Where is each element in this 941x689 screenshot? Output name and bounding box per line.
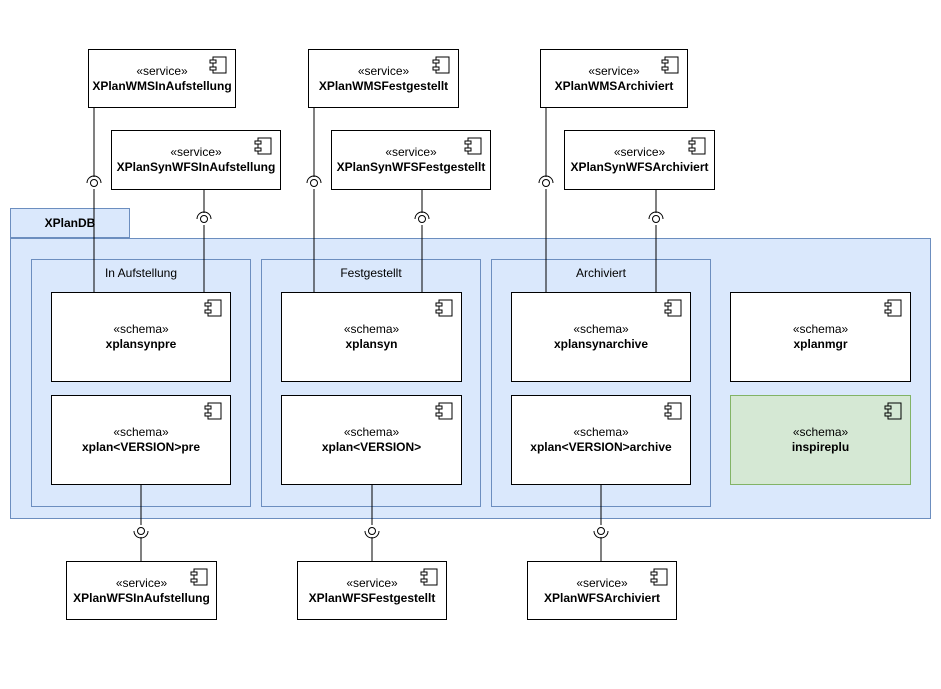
interface-socket <box>86 175 102 184</box>
stereotype-label: «service» <box>576 575 628 590</box>
component-name: xplan<VERSION>pre <box>81 440 201 454</box>
component-name: XPlanSynWFSFestgestellt <box>336 160 486 174</box>
uml-component-icon <box>254 137 272 155</box>
uml-component-icon <box>209 56 227 74</box>
stereotype-label: «service» <box>346 575 398 590</box>
component-name: xplansynarchive <box>553 337 649 351</box>
stereotype-label: «service» <box>170 145 222 159</box>
stereotype-label: «service» <box>588 63 640 78</box>
service-wfs-festgestellt[interactable]: «service» XPlanWFSFestgestellt <box>297 561 447 620</box>
component-name: xplansynpre <box>105 337 177 351</box>
uml-component-icon <box>650 568 668 586</box>
uml-component-icon <box>432 56 450 74</box>
uml-component-icon <box>884 402 902 420</box>
schema-xplanmgr[interactable]: «schema» xplanmgr <box>730 292 911 382</box>
stereotype-label: «service» <box>357 63 410 78</box>
interface-socket <box>414 211 430 220</box>
uml-component-icon <box>661 56 679 74</box>
interface-ball <box>90 179 98 187</box>
group-label: In Aufstellung <box>104 266 178 280</box>
uml-component-icon <box>435 299 453 317</box>
stereotype-label: «schema» <box>573 425 629 439</box>
stereotype-label: «schema» <box>573 322 629 336</box>
stereotype-label: «schema» <box>792 425 849 439</box>
component-name: XPlanWFSFestgestellt <box>308 590 436 605</box>
component-name: inspireplu <box>791 440 850 454</box>
uml-component-icon <box>884 299 902 317</box>
interface-socket <box>538 175 554 184</box>
interface-ball <box>652 215 660 223</box>
uml-component-icon <box>464 137 482 155</box>
schema-inspireplu[interactable]: «schema» inspireplu <box>730 395 911 485</box>
service-wms-archiviert[interactable]: «service» XPlanWMSArchiviert <box>540 49 688 108</box>
uml-component-icon <box>664 299 682 317</box>
schema-xplan-version-pre[interactable]: «schema» xplan<VERSION>pre <box>51 395 231 485</box>
service-wfs-archiviert[interactable]: «service» XPlanWFSArchiviert <box>527 561 677 620</box>
component-name: xplan<VERSION> <box>321 440 422 454</box>
uml-component-icon <box>204 402 222 420</box>
uml-component-icon <box>435 402 453 420</box>
component-name: XPlanSynWFSArchiviert <box>570 160 709 174</box>
component-name: xplan<VERSION>archive <box>530 440 672 454</box>
component-name: xplanmgr <box>793 337 848 351</box>
interface-socket <box>364 530 380 539</box>
stereotype-label: «schema» <box>343 425 400 439</box>
schema-xplansynpre[interactable]: «schema» xplansynpre <box>51 292 231 382</box>
service-synwfs-festgestellt[interactable]: «service» XPlanSynWFSFestgestellt <box>331 130 491 190</box>
group-label: Festgestellt <box>340 266 402 280</box>
interface-ball <box>368 527 376 535</box>
interface-ball <box>200 215 208 223</box>
interface-ball <box>542 179 550 187</box>
schema-xplan-version[interactable]: «schema» xplan<VERSION> <box>281 395 462 485</box>
stereotype-label: «service» <box>385 145 437 159</box>
stereotype-label: «service» <box>115 575 168 590</box>
component-name: XPlanWFSArchiviert <box>543 590 661 605</box>
component-name: XPlanWMSFestgestellt <box>318 78 449 93</box>
uml-component-icon <box>204 299 222 317</box>
uml-component-icon <box>664 402 682 420</box>
uml-component-icon <box>190 568 208 586</box>
service-wms-in-aufstellung[interactable]: «service» XPlanWMSInAufstellung <box>88 49 236 108</box>
uml-component-icon <box>420 568 438 586</box>
stereotype-label: «service» <box>136 63 188 78</box>
schema-xplansynarchive[interactable]: «schema» xplansynarchive <box>511 292 691 382</box>
interface-socket <box>306 175 322 184</box>
service-synwfs-in-aufstellung[interactable]: «service» XPlanSynWFSInAufstellung <box>111 130 281 190</box>
stereotype-label: «schema» <box>113 425 169 439</box>
component-name: XPlanWMSArchiviert <box>554 78 674 93</box>
stereotype-label: «schema» <box>343 322 400 336</box>
xplandb-tab[interactable]: XPlanDB <box>10 208 130 238</box>
group-label: Archiviert <box>575 266 626 280</box>
interface-socket <box>648 211 664 220</box>
stereotype-label: «schema» <box>792 322 849 336</box>
schema-xplan-version-archive[interactable]: «schema» xplan<VERSION>archive <box>511 395 691 485</box>
interface-ball <box>597 527 605 535</box>
interface-socket <box>133 530 149 539</box>
interface-ball <box>137 527 145 535</box>
component-name: XPlanSynWFSInAufstellung <box>116 160 276 174</box>
service-synwfs-archiviert[interactable]: «service» XPlanSynWFSArchiviert <box>564 130 715 190</box>
interface-ball <box>418 215 426 223</box>
interface-socket <box>593 530 609 539</box>
xplandb-label: XPlanDB <box>44 216 96 230</box>
uml-component-icon <box>688 137 706 155</box>
service-wms-festgestellt[interactable]: «service» XPlanWMSFestgestellt <box>308 49 459 108</box>
stereotype-label: «service» <box>613 145 666 159</box>
interface-socket <box>196 211 212 220</box>
schema-xplansyn[interactable]: «schema» xplansyn <box>281 292 462 382</box>
stereotype-label: «schema» <box>113 322 169 336</box>
component-name: xplansyn <box>345 337 398 351</box>
component-name: XPlanWMSInAufstellung <box>92 78 232 93</box>
component-name: XPlanWFSInAufstellung <box>73 590 210 605</box>
service-wfs-in-aufstellung[interactable]: «service» XPlanWFSInAufstellung <box>66 561 217 620</box>
interface-ball <box>310 179 318 187</box>
